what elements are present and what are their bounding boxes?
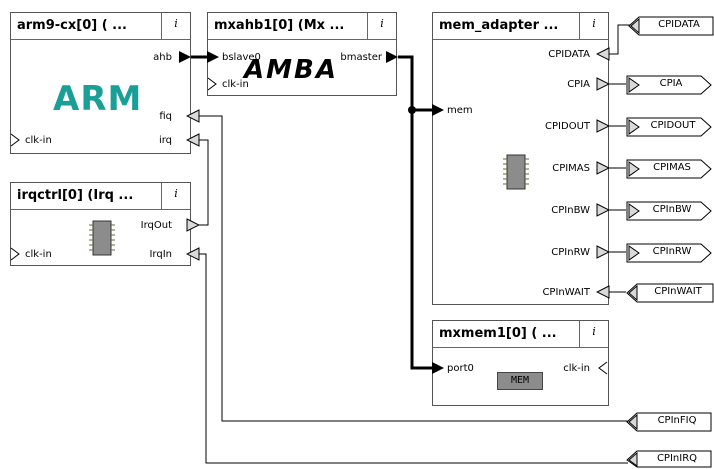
ext-port-cpinrw-label: CPInRW <box>652 246 692 257</box>
mxmem1-header <box>433 321 608 348</box>
mem-adapter-cpidout-port-icon[interactable] <box>596 119 610 133</box>
mxmem1-info-icon[interactable]: i <box>579 321 608 347</box>
mxmem1-port-clk-in-label: clk-in <box>563 363 590 374</box>
irqctrl-info-icon[interactable]: i <box>161 183 190 209</box>
mxahb1-port-bslave0-label: bslave0 <box>222 52 261 63</box>
mem-adapter-header <box>433 13 608 40</box>
irqctrl-block[interactable]: irqctrl[0] (Irq ... i IrqOut IrqIn clk-i… <box>10 182 191 266</box>
mxmem1-clk-in-port-icon[interactable] <box>596 361 608 375</box>
mxahb1-clk-in-port-icon[interactable] <box>207 77 219 91</box>
irqctrl-irqin-port-icon[interactable] <box>186 247 200 261</box>
mem-adapter-port-cpinbw-label: CPInBW <box>551 205 590 216</box>
ext-port-cpinbw-label: CPInBW <box>652 204 692 215</box>
memory-chip-icon <box>503 154 529 190</box>
mem-adapter-info-icon[interactable]: i <box>579 13 608 39</box>
mxmem1-block[interactable]: mxmem1[0] ( ... i port0 clk-in MEM <box>432 320 609 406</box>
arm9-info-icon[interactable]: i <box>161 13 190 39</box>
mem-chip-icon: MEM <box>497 372 543 390</box>
arm9-cx-block[interactable]: arm9-cx[0] ( ... i ARM ahb fiq irq clk-i… <box>10 12 191 154</box>
arm9-port-clk-in-label: clk-in <box>25 135 52 146</box>
mem-adapter-cpinwait-port-icon[interactable] <box>596 285 610 299</box>
ext-port-cpimas-label: CPIMAS <box>653 162 691 173</box>
mem-adapter-port-cpinwait-label: CPInWAIT <box>542 287 590 298</box>
mxmem1-port0-port-icon[interactable] <box>431 361 445 375</box>
mem-adapter-block[interactable]: mem_adapter ... i mem CPIDATA CPIA CPIDO… <box>432 12 609 305</box>
arm9-ahb-port-icon[interactable] <box>178 50 192 64</box>
ext-port-cpinrw-box[interactable] <box>626 243 712 263</box>
ext-port-cpia-label: CPIA <box>659 78 683 89</box>
mxahb1-header <box>208 13 396 40</box>
ext-port-cpidata-box[interactable] <box>628 16 714 36</box>
mem-adapter-port-cpidout-label: CPIDOUT <box>545 121 590 132</box>
ext-port-cpinbw-box[interactable] <box>626 201 712 221</box>
arm9-header <box>11 13 190 40</box>
mem-adapter-port-cpidata-label: CPIDATA <box>548 49 590 60</box>
ext-port-cpinfiq-box[interactable] <box>626 412 712 432</box>
mem-adapter-port-cpia-label: CPIA <box>567 79 590 90</box>
mem-adapter-port-mem-label: mem <box>447 105 473 116</box>
mem-adapter-port-cpimas-label: CPIMAS <box>552 163 590 174</box>
arm9-fiq-port-icon[interactable] <box>186 109 200 123</box>
arm-logo: ARM <box>53 79 143 119</box>
irqctrl-port-irqout-label: IrqOut <box>140 220 172 231</box>
mxahb1-bmaster-port-icon[interactable] <box>385 50 399 64</box>
mem-adapter-cpimas-port-icon[interactable] <box>596 161 610 175</box>
amba-logo: AMBA <box>244 55 338 85</box>
fiq-wire[interactable] <box>198 115 628 422</box>
mxahb1-port-clk-in-label: clk-in <box>222 79 249 90</box>
irqctrl-title: irqctrl[0] (Irq ... <box>17 188 134 203</box>
mxahb1-bslave0-port-icon[interactable] <box>206 50 220 64</box>
mem-adapter-cpinrw-port-icon[interactable] <box>596 245 610 259</box>
ext-port-cpinirq-box[interactable] <box>626 450 712 468</box>
arm9-port-irq-label: irq <box>158 135 172 146</box>
ext-port-cpimas-box[interactable] <box>626 159 712 179</box>
mem-adapter-cpidata-port-icon[interactable] <box>596 47 610 61</box>
irqctrl-header <box>11 183 190 210</box>
cpidata-wire[interactable] <box>608 24 630 55</box>
mem-adapter-out-wires[interactable] <box>608 83 626 293</box>
irqin-wire[interactable] <box>198 253 628 464</box>
arm9-clk-in-port-icon[interactable] <box>10 133 22 147</box>
arm9-port-ahb-label: ahb <box>153 52 172 63</box>
ext-port-cpinwait-label: CPInWAIT <box>654 286 702 297</box>
irq-wire[interactable] <box>198 139 209 226</box>
irqctrl-chip-icon <box>89 220 115 256</box>
irqctrl-clk-in-port-icon[interactable] <box>10 247 22 261</box>
mem-adapter-cpinbw-port-icon[interactable] <box>596 203 610 217</box>
ext-port-cpidata-label: CPIDATA <box>658 19 700 30</box>
mem-adapter-title: mem_adapter ... <box>439 18 559 33</box>
mxmem1-title: mxmem1[0] ( ... <box>439 326 557 341</box>
mem-adapter-cpia-port-icon[interactable] <box>596 77 610 91</box>
mem-adapter-port-cpinrw-label: CPInRW <box>551 247 590 258</box>
arm9-port-fiq-label: fiq <box>159 111 172 122</box>
bus-junction-dot <box>408 106 416 114</box>
mxahb1-block[interactable]: mxahb1[0] (Mx ... i AMBA bslave0 bmaster… <box>207 12 397 96</box>
ext-port-cpidout-box[interactable] <box>626 117 712 137</box>
ext-port-cpinfiq-label: CPInFIQ <box>657 415 697 426</box>
ext-port-cpia-box[interactable] <box>626 75 712 95</box>
arm9-title: arm9-cx[0] ( ... <box>17 18 127 33</box>
bmaster-bus-wire[interactable] <box>398 55 432 370</box>
mxmem1-port-port0-label: port0 <box>447 363 474 374</box>
mxahb1-info-icon[interactable]: i <box>367 13 396 39</box>
mxahb1-title: mxahb1[0] (Mx ... <box>214 18 345 33</box>
ext-port-cpinirq-label: CPInIRQ <box>656 453 698 464</box>
irqctrl-port-clk-in-label: clk-in <box>25 249 52 260</box>
ext-port-cpidout-label: CPIDOUT <box>650 120 696 131</box>
irqctrl-irqout-port-icon[interactable] <box>186 218 200 232</box>
mem-adapter-mem-port-icon[interactable] <box>431 103 445 117</box>
irqctrl-port-irqin-label: IrqIn <box>149 249 172 260</box>
ext-port-cpinwait-box[interactable] <box>626 283 714 303</box>
arm9-irq-port-icon[interactable] <box>186 133 200 147</box>
mxahb1-port-bmaster-label: bmaster <box>340 52 382 63</box>
